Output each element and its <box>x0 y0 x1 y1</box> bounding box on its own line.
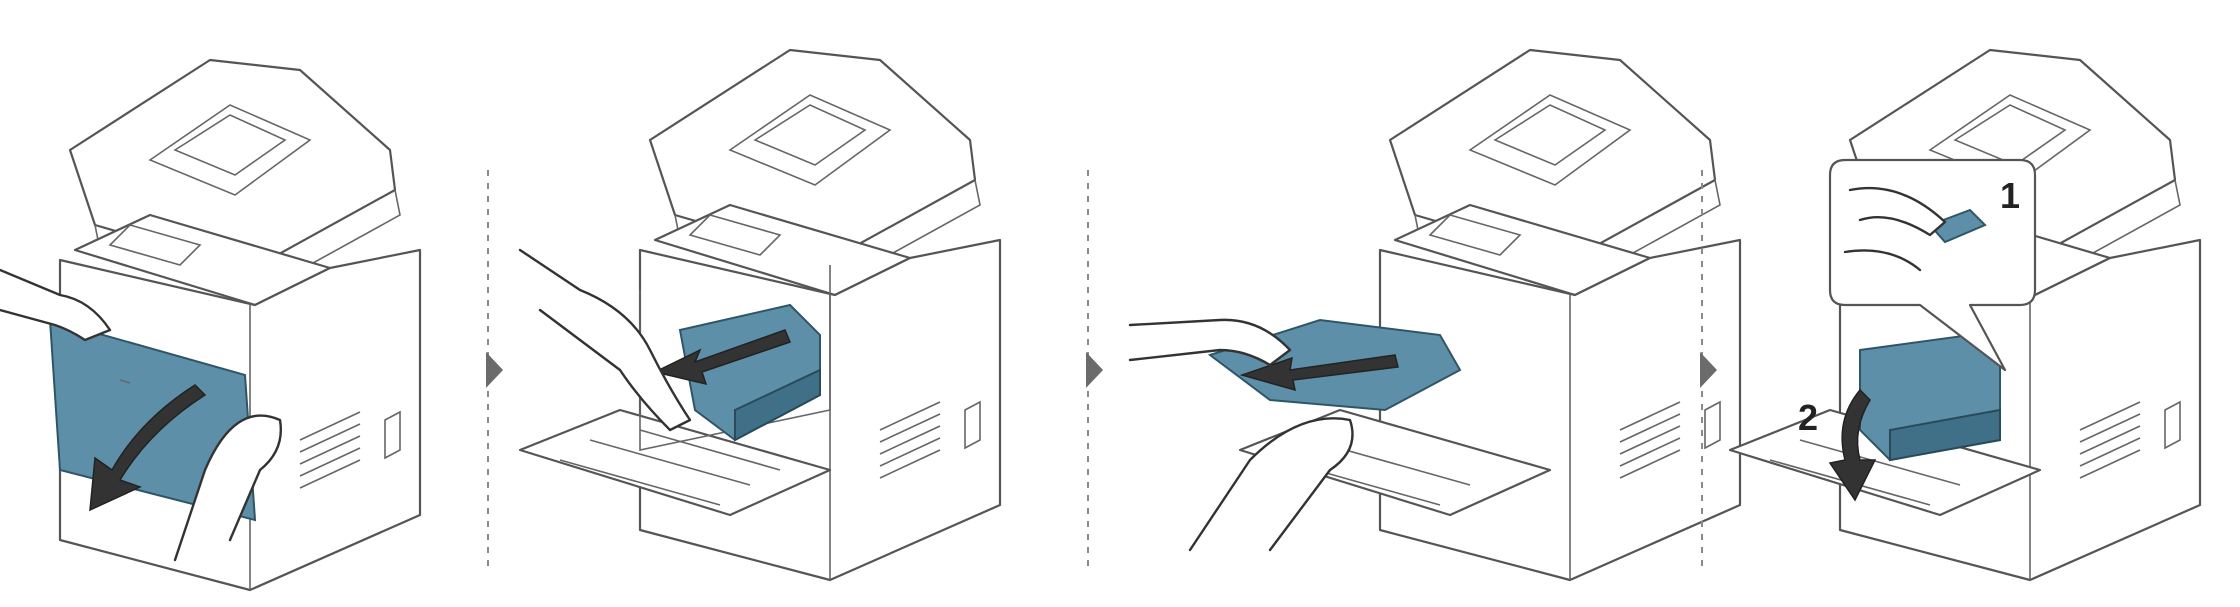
step-label-1: 1 <box>2000 175 2020 216</box>
hand-icon <box>1130 320 1290 365</box>
chevron-right-icon <box>486 352 503 388</box>
step-panel-3 <box>1130 50 1740 580</box>
step-panel-4: 1 2 <box>1730 50 2200 580</box>
step-panel-2 <box>520 50 1000 580</box>
step-label-2: 2 <box>1798 397 1818 438</box>
chevron-right-icon <box>1086 352 1103 388</box>
step-panel-1 <box>0 60 420 590</box>
